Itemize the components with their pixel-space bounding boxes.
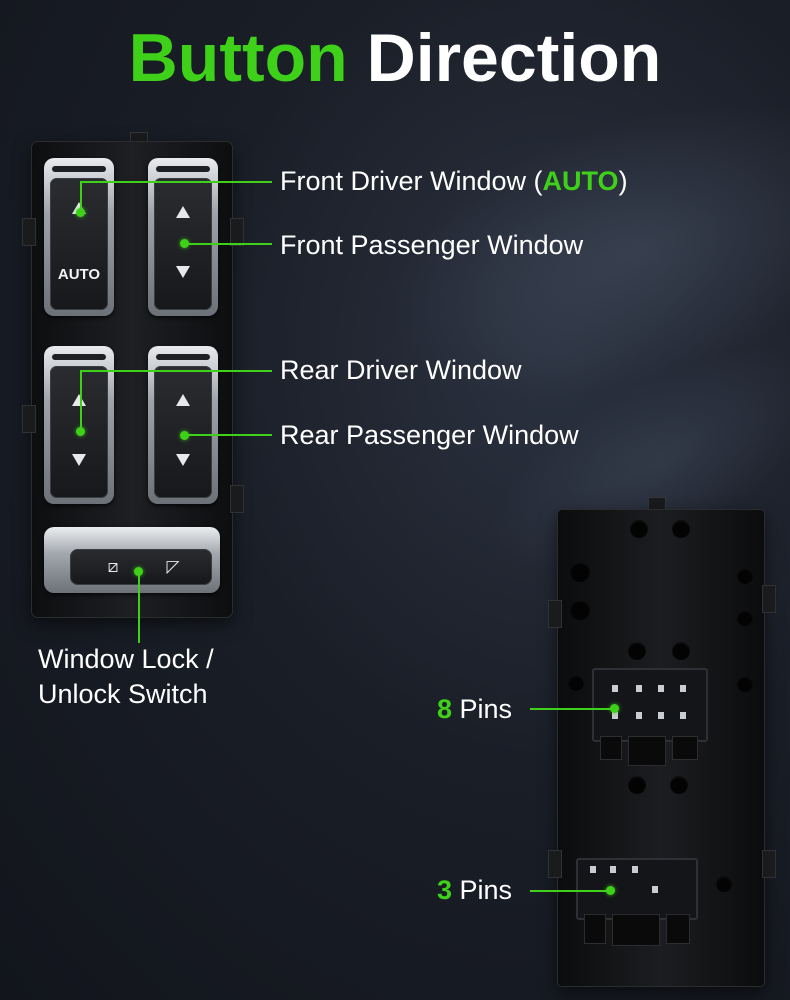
callout-line xyxy=(80,370,272,372)
button-slot xyxy=(52,166,106,172)
pins-8-indicator-dot xyxy=(610,704,619,713)
connector-pin xyxy=(632,866,638,873)
connector-pin xyxy=(652,886,658,893)
connector-notch xyxy=(666,914,690,944)
label-window-lock-line2: Unlock Switch xyxy=(38,679,208,709)
back-side-clip xyxy=(762,585,776,613)
connector-pin xyxy=(680,712,686,719)
label-window-lock-line1: Window Lock / xyxy=(38,644,214,674)
mounting-hole xyxy=(670,776,688,794)
connector-pin xyxy=(658,685,664,692)
connector-8-pin xyxy=(592,668,708,742)
panel-side-clip xyxy=(230,218,244,246)
callout-line xyxy=(80,370,82,432)
connector-notch xyxy=(584,914,606,944)
up-arrow-icon xyxy=(176,206,190,218)
panel-side-clip xyxy=(22,218,36,246)
button-slot xyxy=(156,354,210,360)
callout-line xyxy=(184,434,272,436)
panel-side-clip xyxy=(22,405,36,433)
callout-line xyxy=(184,243,272,245)
button-face: AUTO xyxy=(50,178,108,310)
down-arrow-icon xyxy=(176,266,190,278)
connector-notch xyxy=(672,736,698,760)
callout-line xyxy=(80,181,272,183)
callout-line xyxy=(138,571,140,643)
label-rear-passenger-window: Rear Passenger Window xyxy=(280,420,579,450)
connector-pin xyxy=(612,685,618,692)
down-arrow-icon xyxy=(176,454,190,466)
up-arrow-icon xyxy=(72,394,86,406)
up-arrow-icon xyxy=(176,394,190,406)
down-arrow-icon xyxy=(72,454,86,466)
connector-pin xyxy=(636,685,642,692)
mounting-hole xyxy=(628,642,646,660)
mounting-hole xyxy=(737,568,753,584)
mounting-hole xyxy=(628,776,646,794)
pins-3-indicator-dot xyxy=(606,886,615,895)
connector-notch xyxy=(628,736,666,766)
connector-pin xyxy=(636,712,642,719)
back-side-clip xyxy=(762,850,776,878)
title-word-green: Button xyxy=(128,20,348,96)
auto-label: AUTO xyxy=(57,266,101,283)
callout-line xyxy=(530,708,614,710)
label-front-driver-window: Front Driver Window (AUTO) xyxy=(280,166,628,196)
mounting-hole xyxy=(570,600,590,620)
back-side-clip xyxy=(548,850,562,878)
mounting-hole xyxy=(568,675,584,691)
connector-notch xyxy=(612,914,660,946)
title-word-white: Direction xyxy=(366,20,662,96)
mounting-hole xyxy=(737,676,753,692)
mounting-hole xyxy=(630,520,648,538)
button-slot xyxy=(52,354,106,360)
front-driver-window-button[interactable]: AUTO xyxy=(44,158,114,316)
label-3-pins: 3 Pins xyxy=(437,875,513,905)
label-rear-driver-window: Rear Driver Window xyxy=(280,355,522,385)
mounting-hole xyxy=(672,642,690,660)
window-lock-switch[interactable]: ⧄ ◸ xyxy=(44,527,220,593)
button-slot xyxy=(156,166,210,172)
label-8-pins: 8 Pins xyxy=(437,694,513,724)
connector-pin xyxy=(610,866,616,873)
window-unlocked-icon: ◸ xyxy=(166,557,180,576)
callout-line xyxy=(80,181,82,213)
back-panel-top-tab xyxy=(648,497,666,512)
connector-pin xyxy=(612,712,618,719)
rear-driver-window-button[interactable] xyxy=(44,346,114,504)
connector-pin xyxy=(680,685,686,692)
page-title: Button Direction xyxy=(0,18,790,98)
back-side-clip xyxy=(548,600,562,628)
callout-line xyxy=(530,890,610,892)
mounting-hole xyxy=(672,520,690,538)
mounting-hole xyxy=(716,876,732,892)
connector-notch xyxy=(600,736,622,760)
panel-side-clip xyxy=(230,485,244,513)
window-locked-icon: ⧄ xyxy=(107,557,119,576)
mounting-hole xyxy=(570,562,590,582)
connector-pin xyxy=(590,866,596,873)
mounting-hole xyxy=(737,610,753,626)
label-front-passenger-window: Front Passenger Window xyxy=(280,230,584,260)
connector-pin xyxy=(658,712,664,719)
